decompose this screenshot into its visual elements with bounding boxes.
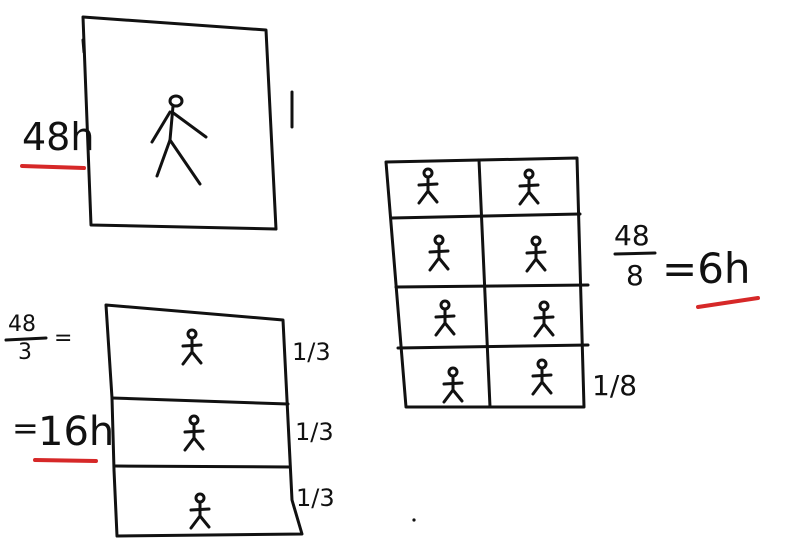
third-part-label-1: 1/3 (292, 338, 331, 366)
person-figure-large (150, 94, 208, 186)
person-figure-third-3 (189, 492, 211, 530)
person-figure-third-1 (181, 328, 203, 366)
person-figure-eighth-5 (434, 299, 456, 337)
person-figure-eighth-1 (417, 167, 439, 205)
whole-fraction-label: 1 (300, 0, 301, 1)
thirds-result-equals: = (12, 409, 39, 447)
fraction-bar-eighths (613, 251, 657, 256)
person-figure-eighth-6 (533, 300, 555, 338)
thirds-equals: = (54, 326, 73, 351)
eighths-result: =6h (662, 244, 751, 293)
thirds-rectangle (104, 303, 304, 538)
person-figure-eighth-3 (428, 234, 450, 272)
person-figure-third-2 (183, 414, 205, 452)
thirds-diagram (4, 303, 304, 538)
thirds-numerator: 48 (8, 312, 36, 337)
whole-rectangle (81, 15, 278, 231)
third-part-label-3: 1/3 (296, 484, 335, 512)
eighths-underline (696, 296, 760, 309)
third-part-label-2: 1/3 (295, 418, 334, 446)
eighths-rectangle (384, 156, 586, 409)
fraction-bar-thirds (4, 336, 48, 342)
eighth-part-label: 1/8 (592, 369, 638, 402)
eighths-diagram (384, 156, 760, 409)
whole-diagram (20, 15, 294, 231)
thirds-underline (33, 458, 98, 463)
whole-hours-label: 48h (22, 115, 95, 159)
eighths-numerator: 48 (614, 219, 650, 252)
thirds-denominator: 3 (18, 340, 32, 365)
eighths-denominator: 8 (626, 259, 644, 292)
stray-dot (412, 518, 416, 522)
whole-underline (20, 164, 86, 170)
person-figure-eighth-7 (442, 366, 464, 404)
person-figure-eighth-2 (518, 168, 540, 206)
thirds-result: 16h (38, 409, 115, 455)
person-figure-eighth-8 (531, 358, 553, 396)
person-figure-eighth-4 (525, 235, 547, 273)
